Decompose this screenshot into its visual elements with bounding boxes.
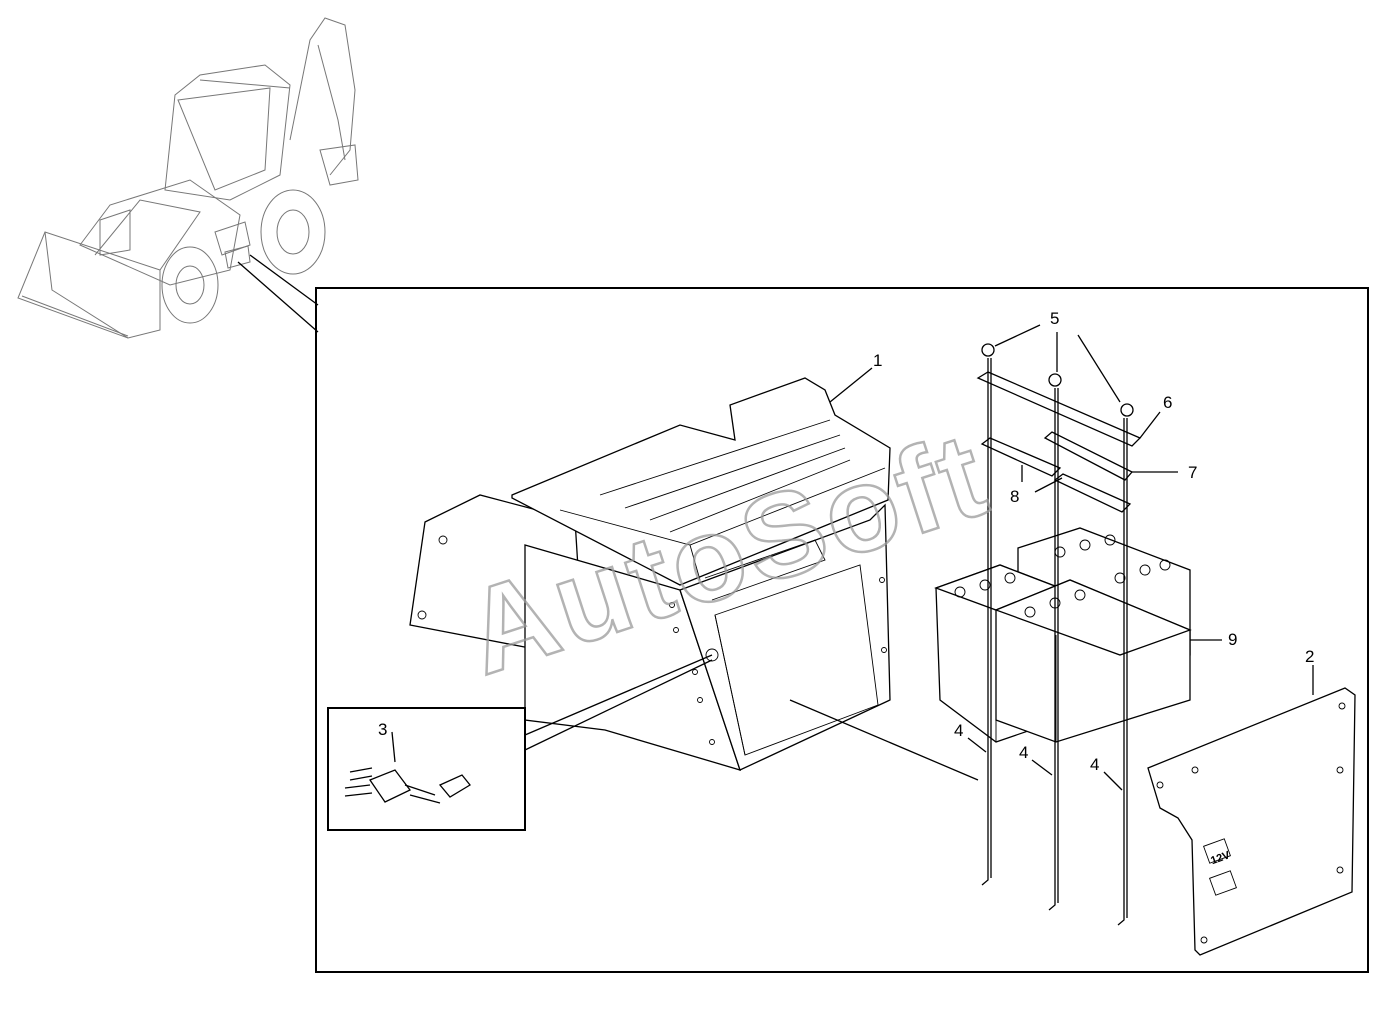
callout-1: 1	[873, 351, 882, 370]
callout-4b: 4	[1019, 743, 1028, 762]
callout-5: 5	[1050, 309, 1059, 328]
battery-location-marker	[224, 245, 251, 269]
callout-9: 9	[1228, 630, 1237, 649]
detail-frame	[315, 287, 1369, 973]
hold-down-parts	[976, 324, 1178, 513]
callout-3: 3	[378, 720, 387, 739]
batteries	[934, 527, 1222, 743]
backhoe-loader-illustration	[17, 17, 359, 339]
battery-box	[409, 367, 979, 781]
callout-8: 8	[1010, 487, 1019, 506]
battery-isolator-switch	[344, 731, 471, 804]
hold-down-rods	[967, 358, 1128, 926]
inset-frame	[327, 707, 526, 831]
callout-7: 7	[1188, 463, 1197, 482]
cover-panel: 12V	[1147, 665, 1356, 956]
callout-6: 6	[1163, 393, 1172, 412]
callout-2: 2	[1305, 647, 1314, 666]
callout-4a: 4	[954, 721, 963, 740]
callout-4c: 4	[1090, 755, 1099, 774]
